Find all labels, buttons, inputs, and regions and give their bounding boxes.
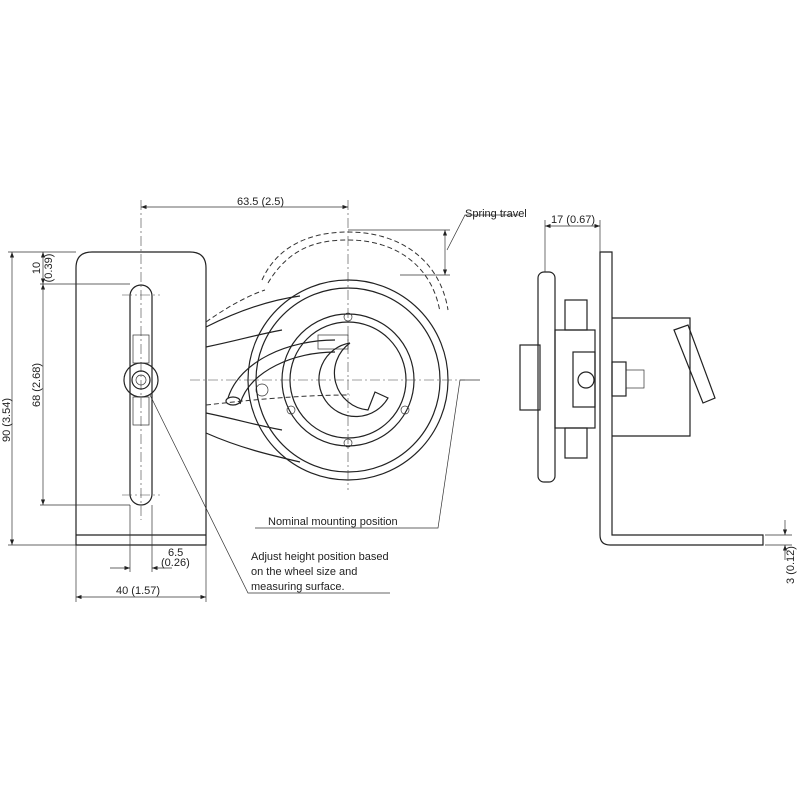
- dim-6-5-in: (0.26): [161, 557, 190, 569]
- bracket-side-view: [519, 251, 764, 546]
- dim-17: 17 (0.67): [551, 214, 595, 226]
- dim-40: 40 (1.57): [116, 585, 160, 597]
- dim-63-5: 63.5 (2.5): [237, 196, 284, 208]
- bracket-plate-front: [75, 200, 207, 546]
- spring-arm: [205, 289, 351, 463]
- dimension-lines: [8, 204, 792, 602]
- adjust-note-line1: Adjust height position based: [251, 551, 389, 563]
- adjust-note-line3: measuring surface.: [251, 581, 345, 593]
- measuring-wheel-front: [190, 200, 465, 490]
- dim-3: 3 (0.12): [785, 546, 797, 584]
- dim-6-5: 6.5: [168, 547, 183, 559]
- dim-10: 10: [31, 262, 43, 274]
- adjust-note-line2: on the wheel size and: [251, 566, 357, 578]
- dim-10-in: (0.39): [43, 254, 55, 283]
- dim-68: 68 (2.68): [31, 363, 43, 407]
- spring-travel-label: Spring travel: [465, 208, 527, 220]
- clamp-knob: [123, 334, 159, 426]
- nominal-mounting-label: Nominal mounting position: [268, 516, 398, 528]
- dim-90: 90 (3.54): [1, 398, 13, 442]
